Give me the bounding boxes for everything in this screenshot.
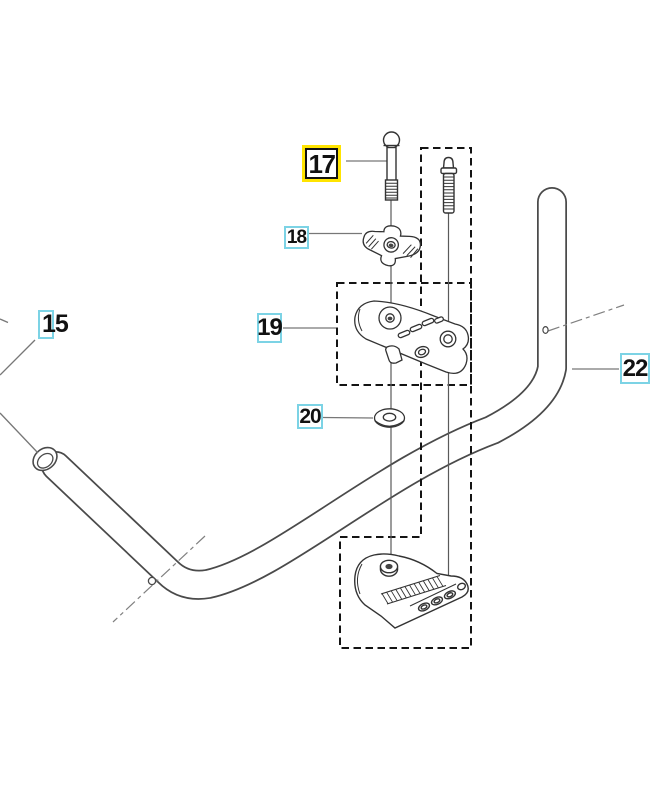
part-callout-20-label: 20 [299, 405, 321, 428]
part-callout-20[interactable]: 20 [297, 404, 323, 429]
handlebar-tube-drawing [32, 187, 567, 600]
tube-mount-hole-upper [542, 326, 549, 335]
part-callout-19-label: 19 [257, 314, 283, 341]
leader-fragment [0, 318, 9, 324]
leader-20 [322, 416, 374, 419]
assembly-group-boxes [336, 147, 472, 649]
washer-20-drawing [373, 408, 406, 428]
bolt-clamp-group-box [339, 147, 472, 649]
clamp-half-18-drawing [362, 225, 422, 267]
lower-clamp-drawing [354, 553, 469, 629]
tube-open-end [32, 446, 58, 472]
part-callout-18[interactable]: 18 [284, 226, 309, 249]
leader-15 [0, 339, 36, 376]
part-callout-18-label: 18 [286, 227, 307, 248]
part-callout-22[interactable]: 22 [620, 353, 650, 384]
clamp-plate-19-drawing [354, 300, 470, 375]
bolt-17-drawing [382, 131, 401, 201]
leader-lines [0, 160, 619, 454]
part-callout-17-label: 17 [305, 148, 338, 179]
leader-15b [0, 412, 39, 454]
hole-axis-lines [112, 304, 625, 623]
tube-mount-hole [147, 576, 157, 586]
part-callout-17-highlighted[interactable]: 17 [302, 145, 341, 182]
hex-bolt-drawing [440, 156, 458, 214]
part-callout-19[interactable]: 19 [257, 313, 283, 343]
part-callout-15-label: 15 [42, 310, 69, 338]
part-callout-15[interactable]: 15 [38, 310, 69, 339]
part-callout-22-label: 22 [622, 354, 649, 382]
bracket-19-group-box [336, 282, 472, 386]
